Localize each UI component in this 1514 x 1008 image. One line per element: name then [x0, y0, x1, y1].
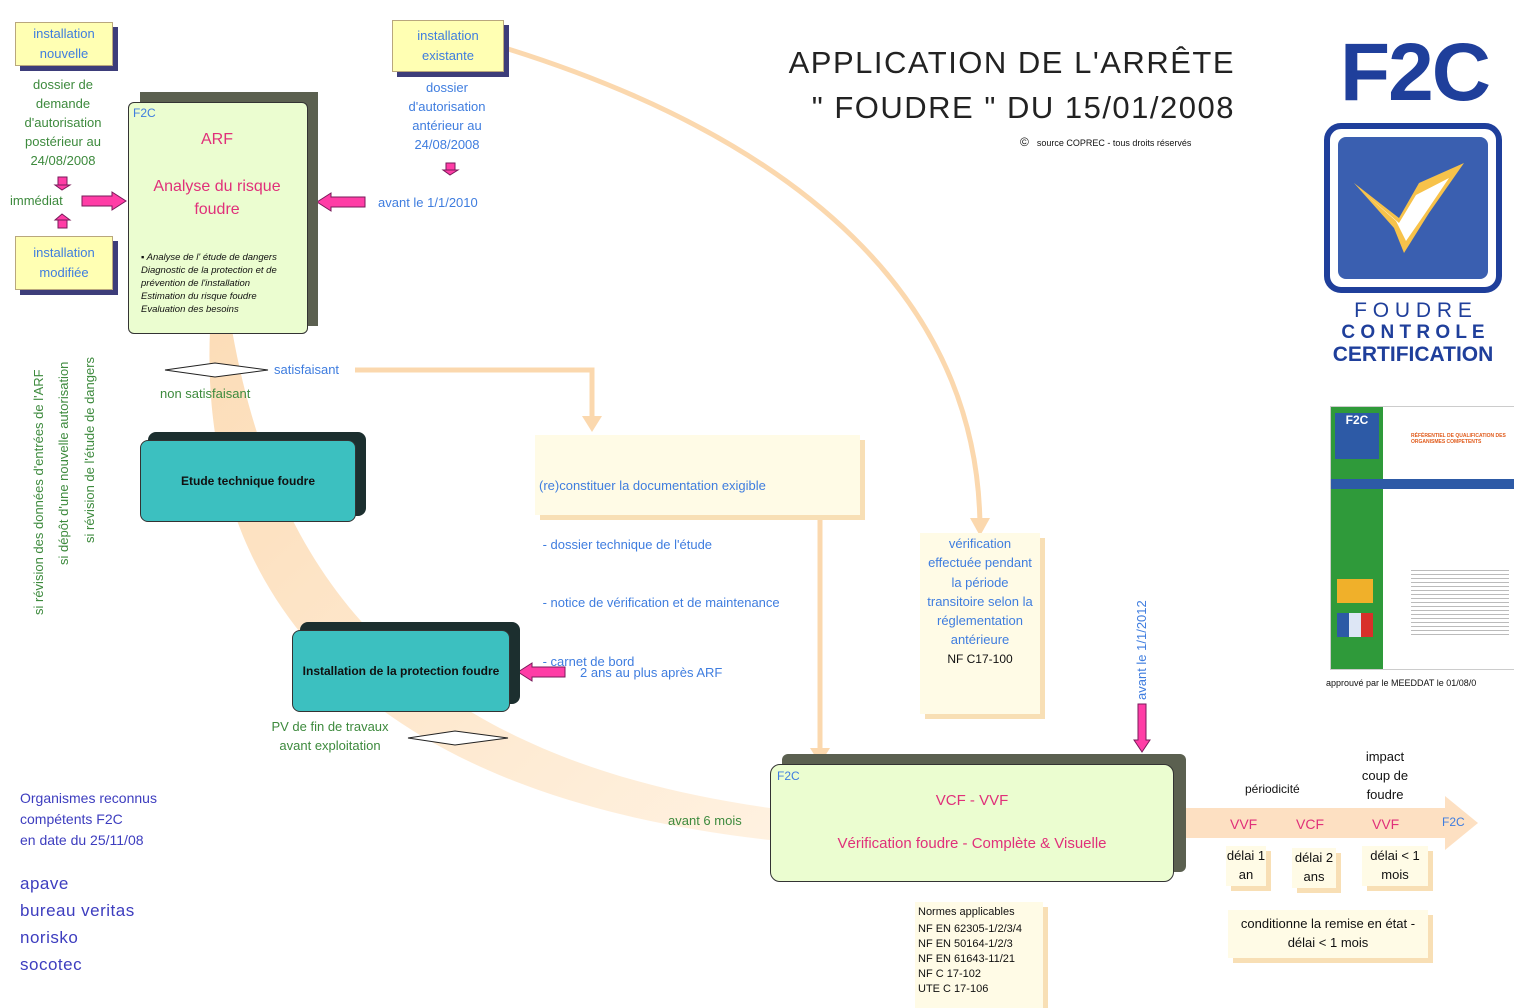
deux-ans-label: 2 ans au plus après ARF: [580, 665, 723, 680]
installation-protection-box: Installation de la protection foudre: [292, 630, 510, 712]
thumbnail-caption: approuvé par le MEEDDAT le 01/08/0: [1326, 678, 1477, 688]
title-line-2: " FOUDRE " DU 15/01/2008: [811, 90, 1235, 125]
condition-nouvelle-autorisation: si dépôt d'une nouvelle autorisation: [56, 361, 71, 565]
f2c-logo: F2C F O U D R E C O N T R O L E CERTIFIC…: [1322, 28, 1507, 373]
verification-transitoire-text: vérification effectuée pendant la périod…: [927, 536, 1033, 648]
normes-note: Normes applicables NF EN 62305-1/2/3/4 N…: [915, 902, 1043, 1008]
thumb-logo-icon: F2C: [1335, 413, 1379, 459]
organismes-list: apave bureau veritas norisko socotec: [20, 870, 135, 978]
arf-bullet: Estimation du risque foudre: [141, 291, 257, 302]
norme-item: UTE C 17-106: [918, 983, 989, 995]
arf-bullet: ▪ Analyse de l' étude de dangers: [141, 252, 277, 263]
arrow-tag: F2C: [1442, 815, 1465, 829]
deadline-2010: avant le 1/1/2010: [378, 195, 478, 210]
doc-line: (re)constituer la documentation exigible: [539, 478, 766, 493]
remise-note: conditionne la remise en état - délai < …: [1228, 910, 1428, 958]
page-title: APPLICATION DE L'ARRÊTE " FOUDRE " DU 15…: [730, 40, 1235, 130]
pv-diamond: [407, 730, 509, 746]
doc-line: - carnet de bord: [539, 653, 635, 669]
arf-bullet: Evaluation des besoins: [141, 304, 239, 315]
copyright-text: source COPREC - tous droits réservés: [1036, 138, 1192, 148]
pv-fin-travaux: PV de fin de travaux avant exploitation: [271, 719, 389, 753]
arf-code: ARF: [201, 131, 233, 148]
dossier-anterieur-text: dossier d'autorisation antérieur au 24/0…: [408, 80, 486, 152]
logo-letters: F2C: [1340, 27, 1491, 118]
organisme-item: bureau veritas: [20, 901, 135, 920]
periodic-arrow: [1186, 796, 1478, 850]
satisfaisant-arrow: [355, 367, 595, 418]
norme-item: NF EN 62305-1/2/3/4: [918, 923, 1022, 935]
deadline-2012: avant le 1/1/2012: [1134, 600, 1149, 700]
doc-line: - notice de vérification et de maintenan…: [539, 595, 780, 610]
installation-existante-box: installation existante: [392, 20, 504, 72]
installation-modifiee-box: installation modifiée: [15, 236, 113, 290]
vcf-code: VCF - VVF: [935, 792, 1009, 809]
avant-6-mois: avant 6 mois: [668, 813, 742, 828]
arf-name: Analyse du risque foudre: [153, 178, 281, 218]
norme-item: NF C 17-102: [918, 968, 981, 980]
logo-word-controle: C O N T R O L E: [1341, 322, 1485, 343]
lightning-icon: [1324, 123, 1502, 293]
periodicite-label: périodicité: [1245, 782, 1300, 796]
referentiel-document-thumbnail: F2C RÉFÉRENTIEL DE QUALIFICATION DES ORG…: [1330, 406, 1514, 670]
arf-bullets: ▪ Analyse de l' étude de dangers Diagnos…: [141, 251, 305, 316]
vcf-name: Vérification foudre - Complète & Visuell…: [837, 835, 1107, 852]
arf-tag: F2C: [133, 106, 156, 120]
copyright-note: © source COPREC - tous droits réservés: [1020, 135, 1191, 149]
doc-line: - dossier technique de l'étude: [539, 536, 713, 552]
organisme-item: apave: [20, 874, 69, 893]
satisfaisant-label: satisfaisant: [274, 362, 340, 377]
logo-word-certification: CERTIFICATION: [1332, 343, 1494, 366]
logo-word-foudre: F O U D R E: [1354, 299, 1472, 322]
title-line-1: APPLICATION DE L'ARRÊTE: [788, 45, 1235, 80]
norme-item: NF EN 50164-1/2/3: [918, 938, 1013, 950]
vcf-tag: F2C: [777, 769, 800, 783]
verification-norm: NF C17-100: [947, 651, 1013, 666]
organismes-line: en date du 25/11/08: [20, 832, 144, 848]
periodic-label-vvf-impact: VVF: [1372, 816, 1400, 832]
periodic-label-vcf: VCF: [1296, 816, 1324, 832]
non-satisfaisant-label: non satisfaisant: [160, 386, 251, 401]
condition-revision-etude: si révision de l'étude de dangers: [82, 356, 97, 543]
existing-flow-arrow: [504, 45, 983, 531]
decision-diamond: [164, 362, 269, 378]
impact-label: impact coup de foudre: [1361, 749, 1409, 802]
normes-title: Normes applicables: [918, 906, 1015, 918]
copyright-symbol: ©: [1020, 135, 1029, 149]
organisme-item: socotec: [20, 955, 83, 974]
periodic-delay-1mois: délai < 1 mois: [1362, 846, 1428, 886]
norme-item: NF EN 61643-11/21: [918, 953, 1016, 965]
thumb-title: RÉFÉRENTIEL DE QUALIFICATION DES ORGANIS…: [1411, 433, 1506, 445]
immediat-label: immédiat: [10, 193, 63, 208]
verification-transitoire-note: vérification effectuée pendant la périod…: [920, 533, 1040, 714]
organismes-heading: Organismes reconnus compétents F2C en da…: [20, 788, 157, 851]
arf-box: F2C ARF Analyse du risque foudre ▪ Analy…: [128, 102, 308, 334]
etude-technique-box: Etude technique foudre: [140, 440, 356, 522]
arf-bullet: Diagnostic de la protection et de préven…: [141, 265, 277, 289]
periodic-label-vvf: VVF: [1230, 816, 1258, 832]
installation-nouvelle-box: installation nouvelle: [15, 22, 113, 66]
vcf-box: F2C VCF - VVF Vérification foudre - Comp…: [770, 764, 1174, 882]
pink-arrows: [53, 162, 1151, 753]
documentation-note: (re)constituer la documentation exigible…: [535, 435, 860, 669]
organismes-line: Organismes reconnus: [20, 790, 157, 806]
organismes-line: compétents F2C: [20, 811, 123, 827]
periodic-delay-1an: délai 1 an: [1226, 846, 1266, 886]
organisme-item: norisko: [20, 928, 79, 947]
dossier-posterieur-text: dossier de demande d'autorisation postér…: [24, 77, 102, 168]
periodic-delay-2ans: délai 2 ans: [1292, 848, 1336, 888]
condition-revision-arf: si révision des données d'entrées de l'A…: [31, 369, 46, 615]
